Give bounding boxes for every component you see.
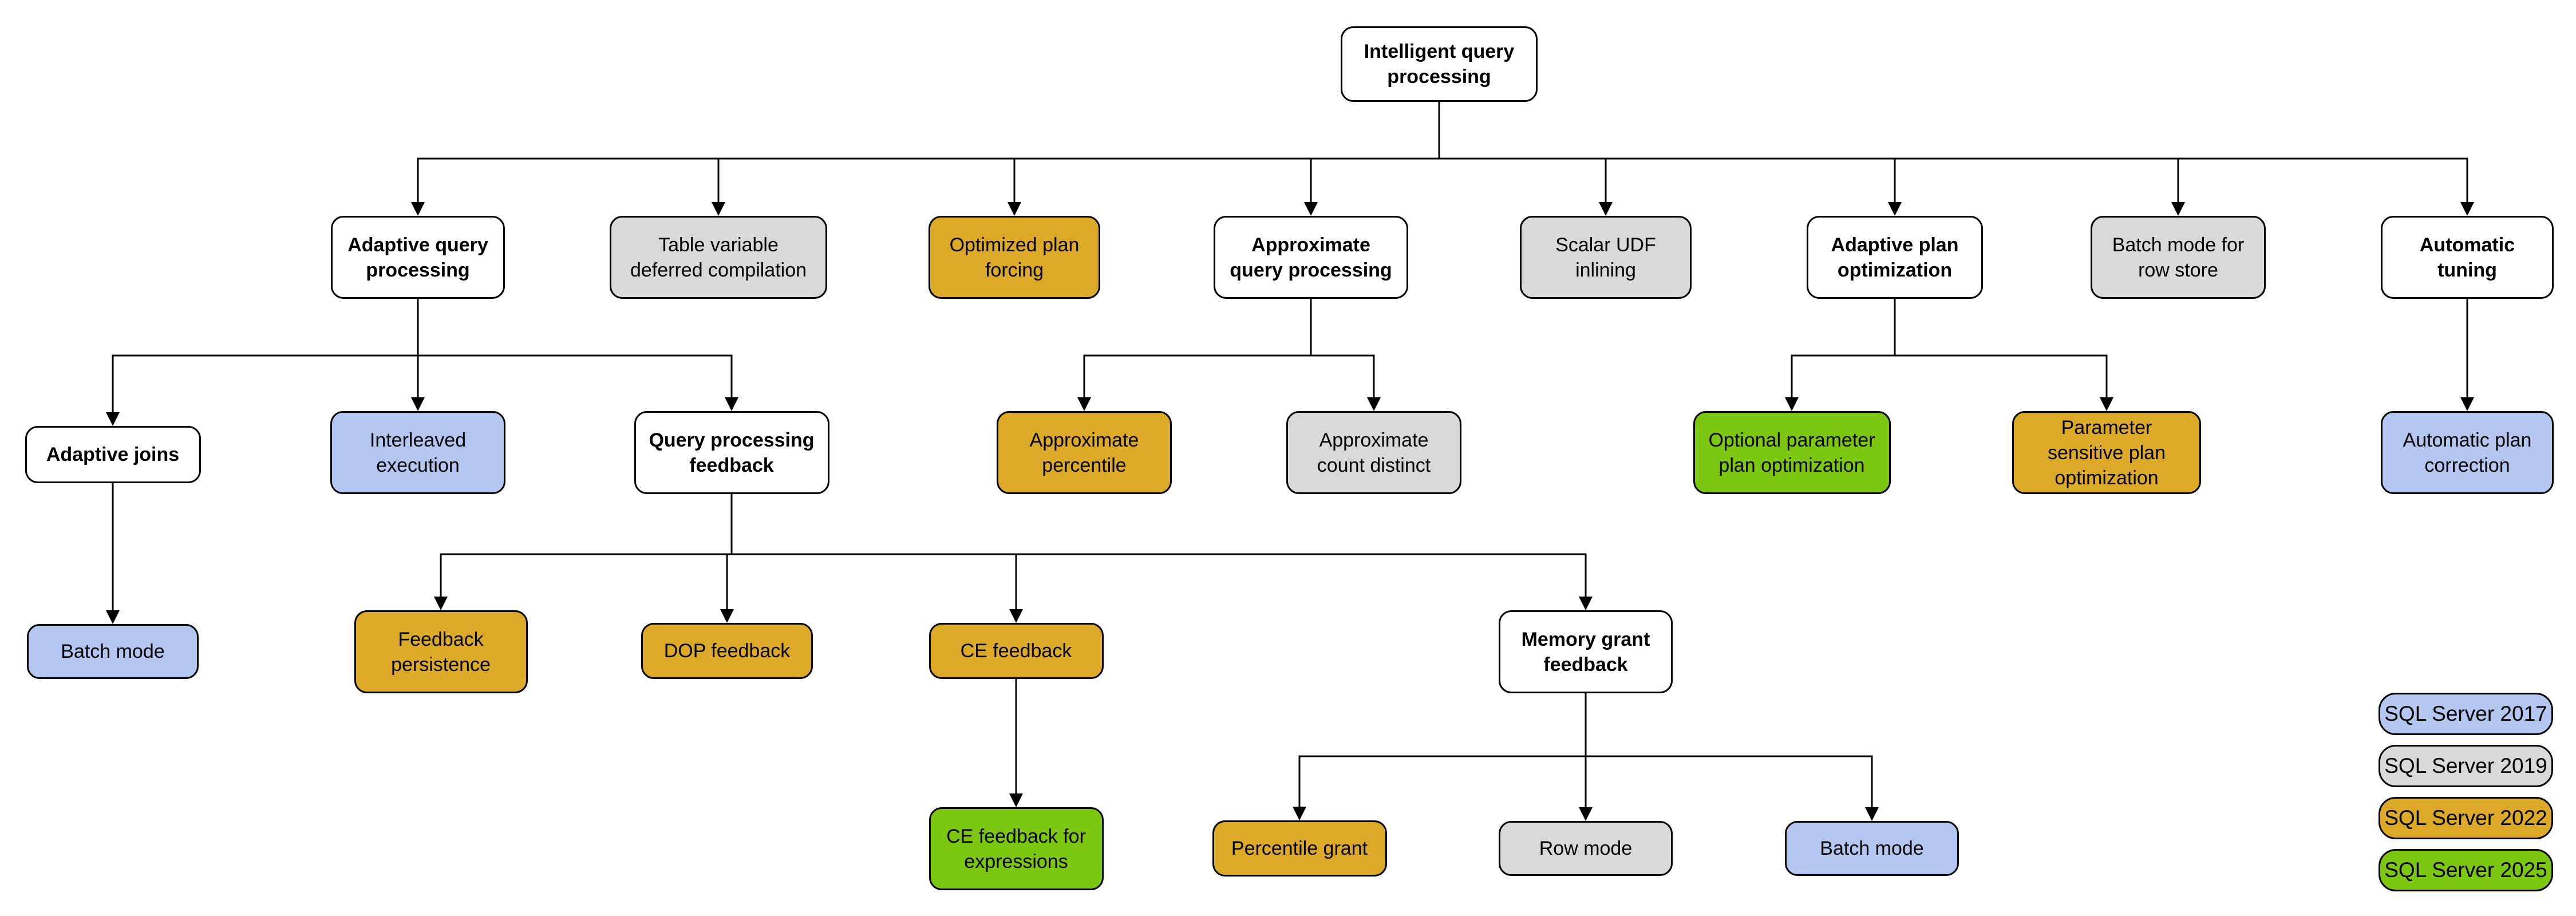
node-label: Table variable deferred compilation bbox=[630, 234, 807, 281]
node-label: CE feedback bbox=[960, 640, 1072, 662]
node-label: Adaptive joins bbox=[46, 444, 180, 465]
edge-approximate-query-processing--approximate-count-distinct bbox=[1310, 299, 1381, 411]
node-label: Percentile grant bbox=[1231, 838, 1368, 859]
node-batch-mode-for-row-store: Batch mode for row store bbox=[2091, 216, 2266, 299]
node-approximate-count-distinct: Approximate count distinct bbox=[1286, 411, 1461, 494]
edge-intelligent-query-processing--adaptive-query-processing bbox=[411, 102, 1440, 216]
node-adaptive-joins: Adaptive joins bbox=[25, 426, 201, 483]
node-ce-feedback: CE feedback bbox=[929, 623, 1104, 679]
edge-query-processing-feedback--ce-feedback bbox=[730, 494, 1023, 623]
node-adaptive-plan-optimization: Adaptive plan optimization bbox=[1807, 216, 1983, 299]
edge-query-processing-feedback--feedback-persistence bbox=[434, 494, 733, 610]
node-ce-feedback-for-expressions: CE feedback for expressions bbox=[929, 807, 1104, 890]
edge-intelligent-query-processing--automatic-tuning bbox=[1438, 102, 2474, 216]
node-query-processing-feedback: Query processing feedback bbox=[634, 411, 829, 494]
node-label: Batch mode bbox=[61, 641, 165, 662]
node-label: Feedback persistence bbox=[391, 628, 491, 676]
node-label: Optimized plan forcing bbox=[949, 234, 1080, 281]
edge-adaptive-query-processing--query-processing-feedback bbox=[417, 299, 738, 411]
edge-memory-grant-feedback--percentile-grant bbox=[1293, 693, 1587, 820]
edge-adaptive-query-processing--adaptive-joins bbox=[106, 299, 419, 426]
node-approximate-query-processing: Approximate query processing bbox=[1214, 216, 1408, 299]
edge-memory-grant-feedback--batch-mode-memory-grant bbox=[1585, 693, 1879, 821]
node-label: Memory grant feedback bbox=[1521, 628, 1650, 676]
node-label: Interleaved execution bbox=[369, 429, 467, 476]
node-percentile-grant: Percentile grant bbox=[1212, 820, 1387, 876]
node-parameter-sensitive-plan-optimization: Parameter sensitive plan optimization bbox=[2012, 411, 2201, 494]
node-automatic-tuning: Automatic tuning bbox=[2381, 216, 2554, 299]
node-label: Automatic tuning bbox=[2419, 234, 2515, 281]
edge-query-processing-feedback--memory-grant-feedback bbox=[730, 494, 1593, 610]
legend-label: SQL Server 2025 bbox=[2384, 858, 2547, 882]
node-optimized-plan-forcing: Optimized plan forcing bbox=[929, 216, 1100, 299]
node-batch-mode-memory-grant: Batch mode bbox=[1785, 821, 1959, 876]
node-label: Intelligent query processing bbox=[1364, 41, 1515, 88]
edge-intelligent-query-processing--table-variable-deferred-compilation bbox=[712, 102, 1440, 216]
node-label: Scalar UDF inlining bbox=[1555, 234, 1656, 281]
node-label: Approximate query processing bbox=[1230, 234, 1392, 281]
node-label: Approximate count distinct bbox=[1317, 429, 1431, 476]
edge-intelligent-query-processing--optimized-plan-forcing bbox=[1008, 102, 1440, 216]
edge-adaptive-plan-optimization--parameter-sensitive-plan-optimization bbox=[1894, 299, 2113, 411]
node-batch-mode-adaptive-joins: Batch mode bbox=[27, 624, 199, 679]
node-automatic-plan-correction: Automatic plan correction bbox=[2381, 411, 2554, 494]
node-label: Batch mode for row store bbox=[2112, 234, 2245, 281]
node-intelligent-query-processing: Intelligent query processing bbox=[1341, 26, 1538, 102]
legend-sql-server-2025: SQL Server 2025 bbox=[2379, 849, 2553, 891]
node-label: Adaptive plan optimization bbox=[1831, 234, 1959, 281]
node-label: Adaptive query processing bbox=[347, 234, 488, 281]
node-memory-grant-feedback: Memory grant feedback bbox=[1499, 610, 1673, 693]
node-row-mode: Row mode bbox=[1499, 821, 1673, 876]
edge-adaptive-plan-optimization--optional-parameter-plan-optimization bbox=[1785, 299, 1896, 411]
node-label: Optional parameter plan optimization bbox=[1708, 429, 1875, 476]
node-label: Row mode bbox=[1539, 838, 1633, 859]
edge-approximate-query-processing--approximate-percentile bbox=[1077, 299, 1312, 411]
node-label: DOP feedback bbox=[663, 640, 791, 662]
node-feedback-persistence: Feedback persistence bbox=[354, 610, 528, 693]
edge-intelligent-query-processing--adaptive-plan-optimization bbox=[1438, 102, 1902, 216]
node-label: CE feedback for expressions bbox=[946, 825, 1086, 872]
node-optional-parameter-plan-optimization: Optional parameter plan optimization bbox=[1693, 411, 1891, 494]
legend-label: SQL Server 2022 bbox=[2384, 806, 2547, 830]
edge-query-processing-feedback--dop-feedback bbox=[720, 494, 734, 623]
legend-label: SQL Server 2019 bbox=[2384, 754, 2547, 777]
edge-intelligent-query-processing--approximate-query-processing bbox=[1304, 102, 1440, 216]
legend-sql-server-2017: SQL Server 2017 bbox=[2379, 693, 2553, 735]
node-label: Parameter sensitive plan optimization bbox=[2047, 416, 2166, 489]
node-label: Query processing feedback bbox=[649, 429, 815, 476]
node-table-variable-deferred-compilation: Table variable deferred compilation bbox=[610, 216, 827, 299]
node-adaptive-query-processing: Adaptive query processing bbox=[331, 216, 505, 299]
edge-intelligent-query-processing--batch-mode-for-row-store bbox=[1438, 102, 2185, 216]
legend-label: SQL Server 2017 bbox=[2384, 702, 2547, 725]
node-interleaved-execution: Interleaved execution bbox=[330, 411, 505, 494]
node-scalar-udf-inlining: Scalar UDF inlining bbox=[1520, 216, 1692, 299]
node-dop-feedback: DOP feedback bbox=[641, 623, 813, 679]
node-approximate-percentile: Approximate percentile bbox=[997, 411, 1172, 494]
node-label: Approximate percentile bbox=[1029, 429, 1139, 476]
legend-sql-server-2019: SQL Server 2019 bbox=[2379, 745, 2553, 787]
node-label: Automatic plan correction bbox=[2403, 429, 2532, 476]
node-label: Batch mode bbox=[1820, 838, 1924, 859]
edge-intelligent-query-processing--scalar-udf-inlining bbox=[1438, 102, 1613, 216]
legend-sql-server-2022: SQL Server 2022 bbox=[2379, 797, 2553, 839]
